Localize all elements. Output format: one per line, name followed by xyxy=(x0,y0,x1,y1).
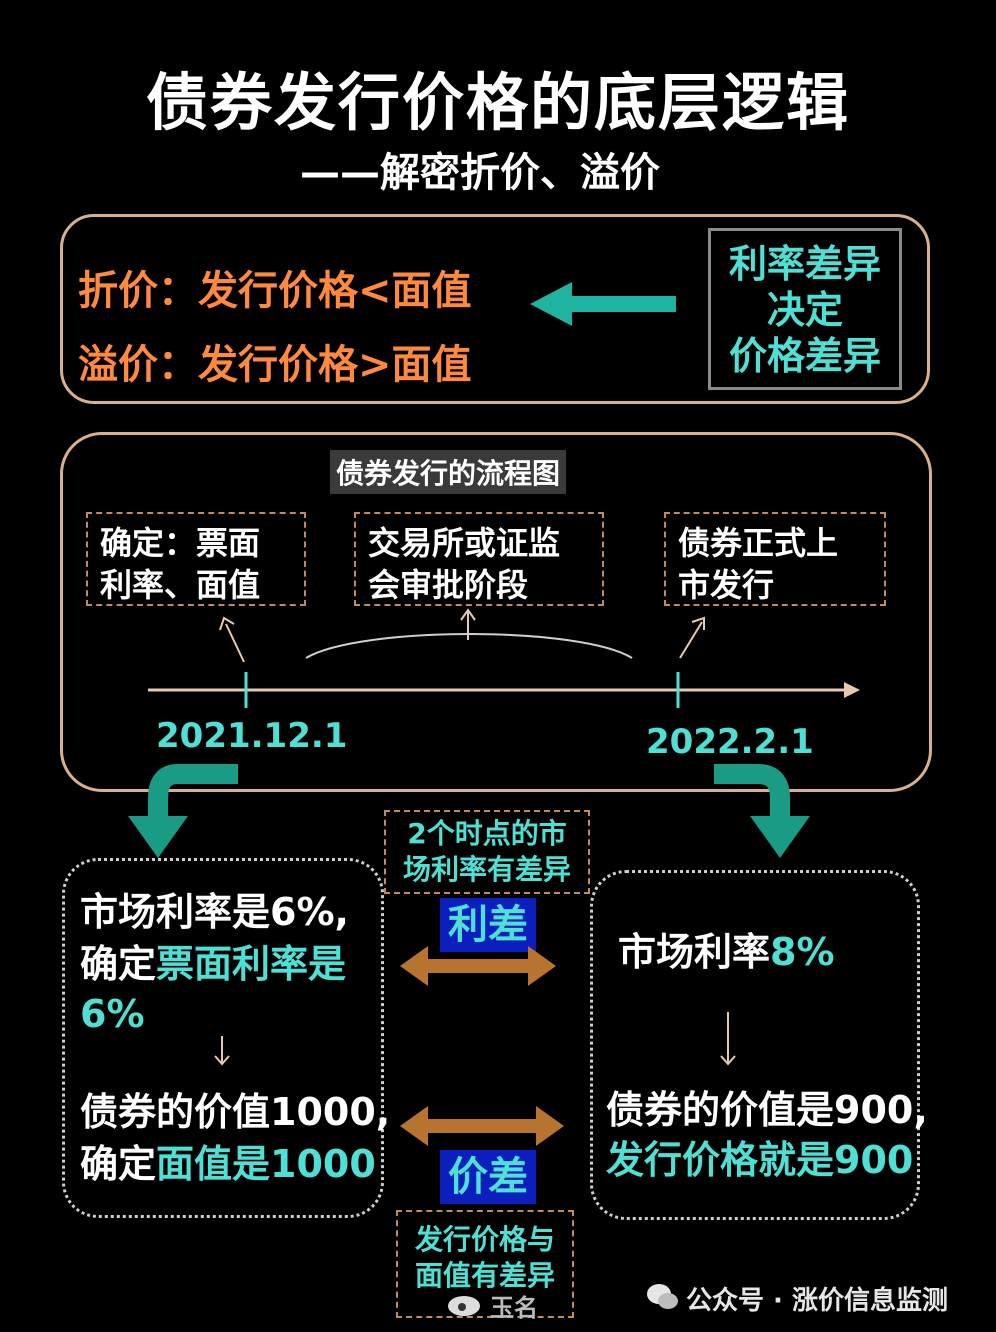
left-line-4: 债券的价值1000, xyxy=(80,1090,391,1134)
flow-box xyxy=(60,432,932,792)
timeline xyxy=(148,608,860,708)
definitions-box xyxy=(60,214,930,404)
date-start: 2021.12.1 xyxy=(156,716,348,756)
flow-step-3-line-1: 债券正式上 xyxy=(678,524,839,562)
note-bottom-line-1: 发行价格与 xyxy=(414,1223,555,1256)
left-arrow-icon xyxy=(530,282,676,326)
flow-step-2-line-2: 会审批阶段 xyxy=(368,566,529,604)
discount-definition: 折价：发行价格<面值 xyxy=(78,268,472,314)
left-line-2: 确定票面利率是 xyxy=(80,938,346,990)
flow-step-3-line-2: 市发行 xyxy=(678,566,775,604)
page-subtitle: ——解密折价、溢价 xyxy=(300,150,660,196)
date-end: 2022.2.1 xyxy=(646,722,814,762)
cause-line-1: 利率差异 xyxy=(728,242,881,286)
left-line-5: 确定面值是1000 xyxy=(80,1138,376,1190)
note-top-line-1: 2个时点的市 xyxy=(407,817,567,850)
watermark-account: 公众号 · 涨价信息监测 xyxy=(686,1286,948,1316)
right-line-2: 债券的价值是900, xyxy=(606,1088,928,1132)
flow-label: 债券发行的流程图 xyxy=(330,450,567,494)
down-arrow-right-icon xyxy=(720,1012,736,1066)
left-line-2-prefix: 确定 xyxy=(80,942,157,986)
badge-price-spread: 价差 xyxy=(440,1150,536,1204)
page-title: 债券发行价格的底层逻辑 xyxy=(145,66,850,139)
down-arrow-left-icon xyxy=(214,1036,230,1066)
note-bottom-line-2: 面值有差异 xyxy=(414,1259,555,1292)
flow-step-2: 交易所或证监 会审批阶段 xyxy=(354,512,604,606)
cause-line-3: 价格差异 xyxy=(728,334,881,378)
wechat-icon xyxy=(647,1284,678,1309)
premium-definition: 溢价：发行价格>面值 xyxy=(78,342,472,388)
badge-rate-spread: 利差 xyxy=(440,898,536,952)
right-line-1-prefix: 市场利率 xyxy=(618,930,771,974)
left-line-5-prefix: 确定 xyxy=(80,1142,157,1186)
flow-step-1-line-2: 利率、面值 xyxy=(100,566,261,604)
weibo-icon xyxy=(448,1296,480,1316)
cause-line-2: 决定 xyxy=(766,288,843,332)
left-line-5-highlight: 面值是1000 xyxy=(156,1142,376,1186)
note-rate-difference: 2个时点的市 场利率有差异 xyxy=(384,810,590,894)
right-line-1-highlight: 8% xyxy=(770,930,835,974)
curved-arrow-left-icon xyxy=(128,764,238,858)
left-line-1: 市场利率是6%, xyxy=(80,890,349,934)
flow-step-3: 债券正式上 市发行 xyxy=(664,512,886,606)
left-line-2-highlight: 票面利率是 xyxy=(156,942,347,986)
note-price-difference: 发行价格与 面值有差异 xyxy=(396,1210,574,1318)
right-line-3: 发行价格就是900 xyxy=(606,1138,914,1182)
left-panel xyxy=(62,858,384,1218)
double-arrow-top-icon xyxy=(400,946,556,986)
curved-arrow-right-icon xyxy=(714,764,810,858)
note-top-line-2: 场利率有差异 xyxy=(402,853,571,886)
left-line-3: 6% xyxy=(80,992,145,1036)
flow-step-1-line-1: 确定：票面 xyxy=(100,524,261,562)
right-panel xyxy=(590,870,920,1220)
double-arrow-bottom-icon xyxy=(400,1106,564,1146)
watermark-author: 玉名 xyxy=(490,1294,538,1322)
right-line-1: 市场利率8% xyxy=(618,926,835,978)
cause-box: 利率差异 决定 价格差异 xyxy=(708,228,902,390)
flow-step-1: 确定：票面 利率、面值 xyxy=(86,512,306,606)
flow-step-2-line-1: 交易所或证监 xyxy=(368,524,561,562)
